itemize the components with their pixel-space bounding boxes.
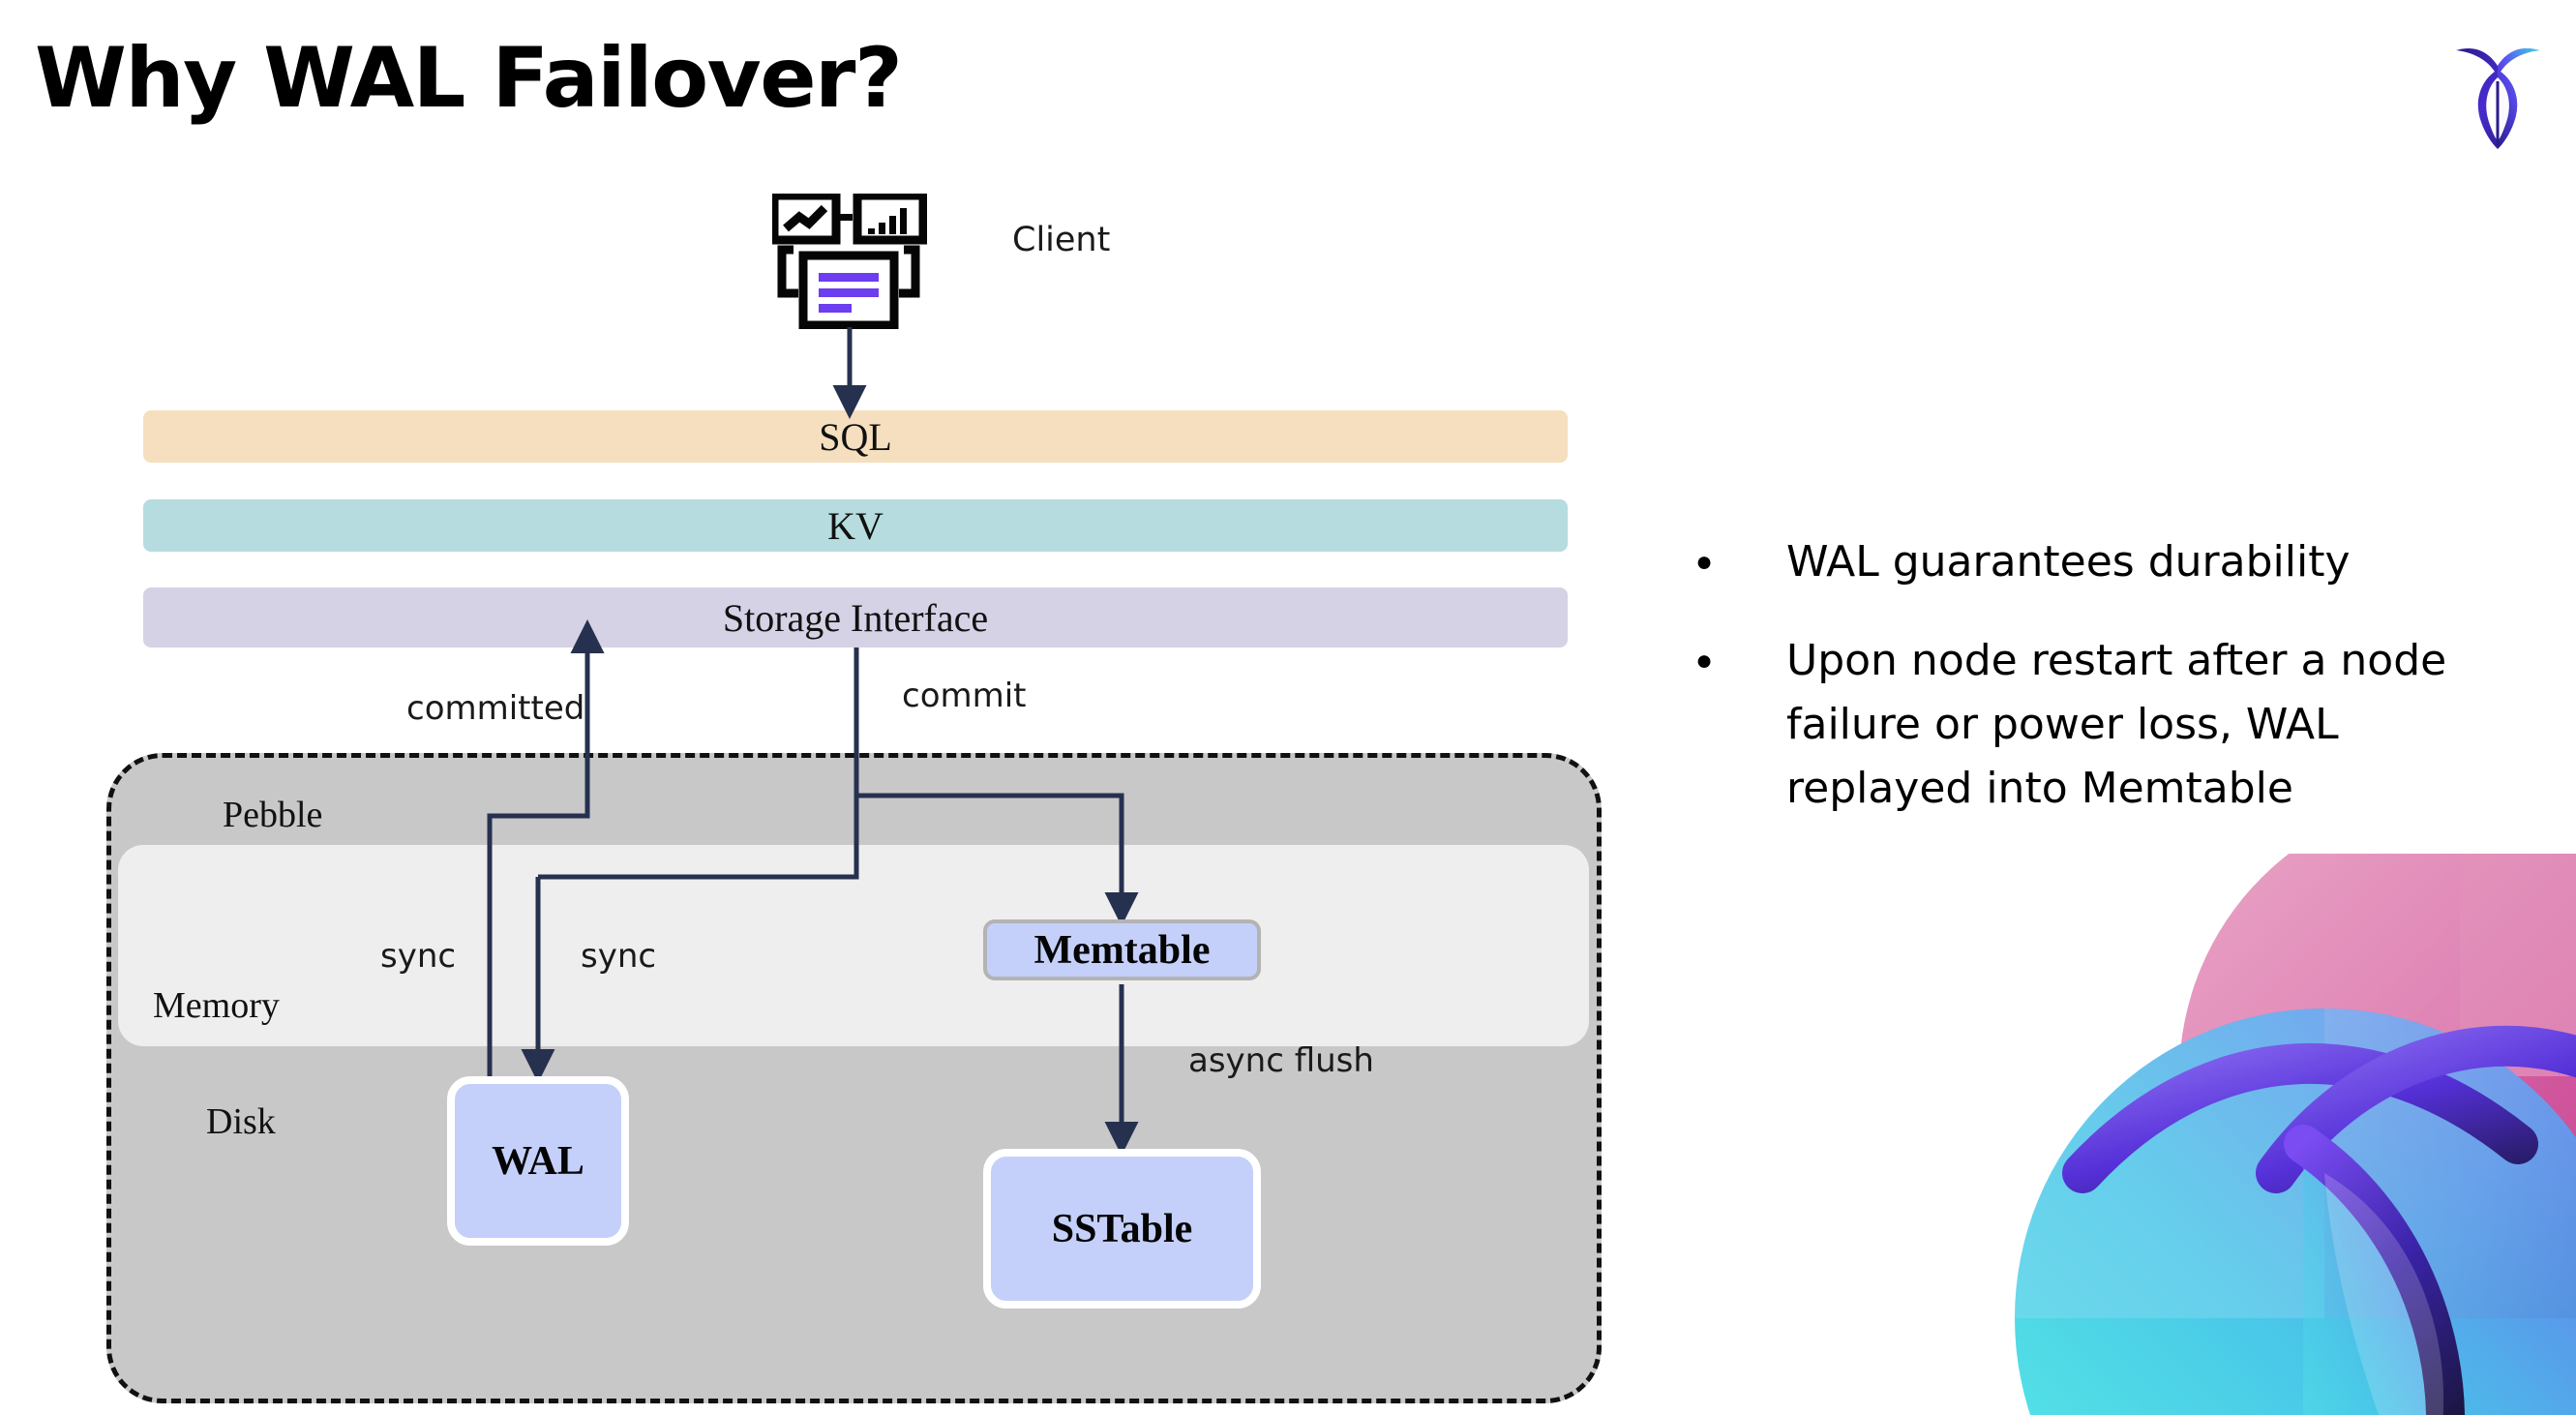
node-sstable: SSTable <box>983 1149 1261 1309</box>
client-workstation-icon <box>769 191 928 330</box>
page-title: Why WAL Failover? <box>35 30 903 127</box>
memory-region <box>118 845 1589 1046</box>
stack-layer-storage-interface: Storage Interface <box>143 587 1568 647</box>
node-wal: WAL <box>447 1076 629 1246</box>
node-memtable: Memtable <box>983 919 1261 980</box>
memory-label: Memory <box>153 985 280 1026</box>
edge-label-sync-right: sync <box>581 937 657 976</box>
stack-layer-kv: KV <box>143 499 1568 552</box>
cockroach-labs-logo-icon <box>2446 27 2549 151</box>
bullet-dot-icon: ● <box>1695 546 1714 578</box>
node-wal-label: WAL <box>492 1138 584 1184</box>
edge-label-commit: commit <box>902 677 1027 715</box>
list-item: ● WAL guarantees durability <box>1695 530 2518 594</box>
stack-layer-storage-interface-label: Storage Interface <box>722 595 989 640</box>
edge-label-async-flush: async flush <box>1188 1041 1374 1080</box>
edge-label-sync-left: sync <box>380 937 457 976</box>
edge-label-committed: committed <box>406 689 585 728</box>
cockroach-labs-watermark-icon <box>1918 796 2576 1415</box>
node-memtable-label: Memtable <box>1033 927 1211 973</box>
bullet-list: ● WAL guarantees durability ● Upon node … <box>1695 530 2518 856</box>
list-item: ● Upon node restart after a node failure… <box>1695 629 2518 821</box>
bullet-text: WAL guarantees durability <box>1786 537 2351 587</box>
client-label: Client <box>1012 221 1111 259</box>
stack-layer-sql: SQL <box>143 410 1568 463</box>
disk-label: Disk <box>206 1101 276 1142</box>
bullet-dot-icon: ● <box>1695 645 1714 677</box>
stack-layer-kv-label: KV <box>827 503 884 548</box>
node-sstable-label: SSTable <box>1051 1206 1193 1251</box>
pebble-label: Pebble <box>223 795 323 835</box>
bullet-text: Upon node restart after a node failure o… <box>1786 636 2447 813</box>
stack-layer-sql-label: SQL <box>819 414 892 459</box>
